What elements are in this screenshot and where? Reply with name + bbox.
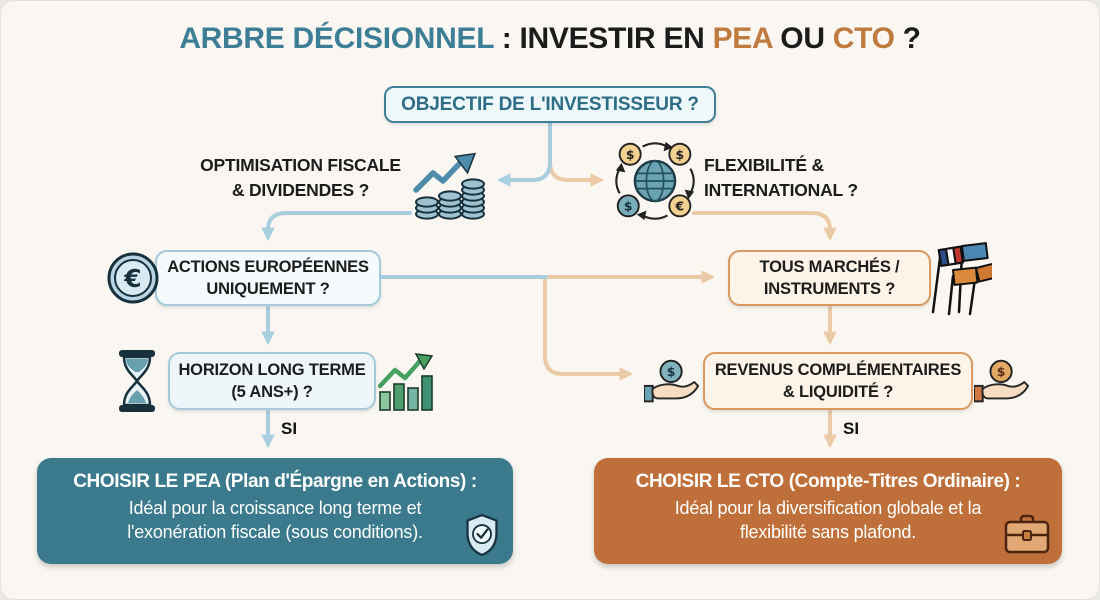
svg-text:$: $ bbox=[667, 364, 676, 379]
si-label-left: SI bbox=[281, 419, 298, 438]
title-segment-pea: PEA bbox=[712, 22, 773, 55]
tous-line1: TOUS MARCHÉS / bbox=[759, 258, 900, 276]
actions-line1: ACTIONS EUROPÉENNES bbox=[167, 258, 369, 276]
revenus-box: REVENUS COMPLÉMENTAIRES & LIQUIDITÉ ? bbox=[703, 352, 973, 410]
hand-coin-teal-icon: $ bbox=[644, 359, 700, 403]
cto-result-title: CHOISIR LE CTO (Compte-Titres Ordinaire)… bbox=[635, 471, 1021, 492]
horizon-line1: HORIZON LONG TERME bbox=[178, 361, 366, 379]
cto-result-body-line1: Idéal pour la diversification globale et… bbox=[674, 498, 982, 518]
hand-coin-orange-icon: $ bbox=[974, 359, 1030, 403]
svg-text:€: € bbox=[123, 264, 141, 293]
shield-check-icon bbox=[466, 513, 498, 557]
title-segment-colon: : bbox=[493, 22, 520, 55]
arrow-left-branch-to-actions bbox=[261, 211, 412, 242]
bar-chart-growth-icon bbox=[378, 353, 434, 411]
si-label-right: SI bbox=[843, 419, 860, 438]
title-segment-teal: ARBRE DÉCISIONNEL bbox=[179, 22, 494, 55]
title-segment-ou: OU bbox=[772, 22, 833, 55]
cto-result-box: CHOISIR LE CTO (Compte-Titres Ordinaire)… bbox=[594, 458, 1062, 564]
globe-currency-exchange-icon: $ $ $ € bbox=[615, 141, 695, 221]
arrow-cross-to-revenus bbox=[543, 278, 634, 381]
pea-result-body-line2: l'exonération fiscale (sous conditions). bbox=[127, 522, 423, 542]
tous-marches-box: TOUS MARCHÉS / INSTRUMENTS ? bbox=[728, 250, 931, 306]
svg-text:$: $ bbox=[676, 147, 685, 162]
title-segment-mid: INVESTIR EN bbox=[519, 22, 713, 55]
arrow-right-branch-to-tous-marches bbox=[692, 211, 837, 242]
pea-result-body-line1: Idéal pour la croissance long terme et bbox=[128, 498, 422, 518]
left-branch-line2: & DIVIDENDES ? bbox=[231, 180, 370, 200]
actions-europeennes-box: ACTIONS EUROPÉENNES UNIQUEMENT ? bbox=[155, 250, 381, 306]
svg-text:$: $ bbox=[997, 364, 1006, 379]
pea-result-title: CHOISIR LE PEA (Plan d'Épargne en Action… bbox=[73, 471, 477, 492]
left-branch-question: OPTIMISATION FISCALE & DIVIDENDES ? bbox=[183, 153, 418, 203]
right-branch-line1: FLEXIBILITÉ & bbox=[704, 155, 824, 175]
revenus-line1: REVENUS COMPLÉMENTAIRES bbox=[714, 361, 962, 379]
root-question-label: OBJECTIF DE L'INVESTISSEUR ? bbox=[401, 94, 699, 115]
coins-growth-icon bbox=[413, 152, 485, 220]
horizon-line2: (5 ANS+) ? bbox=[231, 383, 313, 401]
arrow-root-to-right-branch bbox=[548, 160, 605, 187]
right-branch-line2: INTERNATIONAL ? bbox=[704, 180, 858, 200]
revenus-line2: & LIQUIDITÉ ? bbox=[782, 383, 894, 401]
title-segment-cto: CTO bbox=[832, 22, 895, 55]
svg-text:$: $ bbox=[624, 199, 633, 214]
horizon-box: HORIZON LONG TERME (5 ANS+) ? bbox=[168, 352, 376, 410]
flags-icon bbox=[931, 242, 992, 316]
briefcase-icon bbox=[1004, 514, 1050, 554]
euro-coin-icon: € bbox=[107, 252, 159, 304]
page-title: ARBRE DÉCISIONNEL : INVESTIR EN PEA OU C… bbox=[0, 22, 1100, 56]
actions-line2: UNIQUEMENT ? bbox=[206, 280, 330, 298]
svg-text:€: € bbox=[675, 199, 685, 214]
cto-result-body-line2: flexibilité sans plafond. bbox=[739, 522, 917, 542]
arrow-root-to-left-branch bbox=[496, 160, 552, 187]
left-branch-line1: OPTIMISATION FISCALE bbox=[200, 155, 401, 175]
right-branch-question: FLEXIBILITÉ & INTERNATIONAL ? bbox=[704, 153, 919, 203]
hourglass-icon bbox=[119, 350, 155, 412]
title-segment-question: ? bbox=[894, 22, 921, 55]
pea-result-box: CHOISIR LE PEA (Plan d'Épargne en Action… bbox=[37, 458, 513, 564]
root-question-box: OBJECTIF DE L'INVESTISSEUR ? bbox=[384, 86, 716, 123]
tous-line2: INSTRUMENTS ? bbox=[763, 280, 896, 298]
svg-text:$: $ bbox=[626, 147, 635, 162]
